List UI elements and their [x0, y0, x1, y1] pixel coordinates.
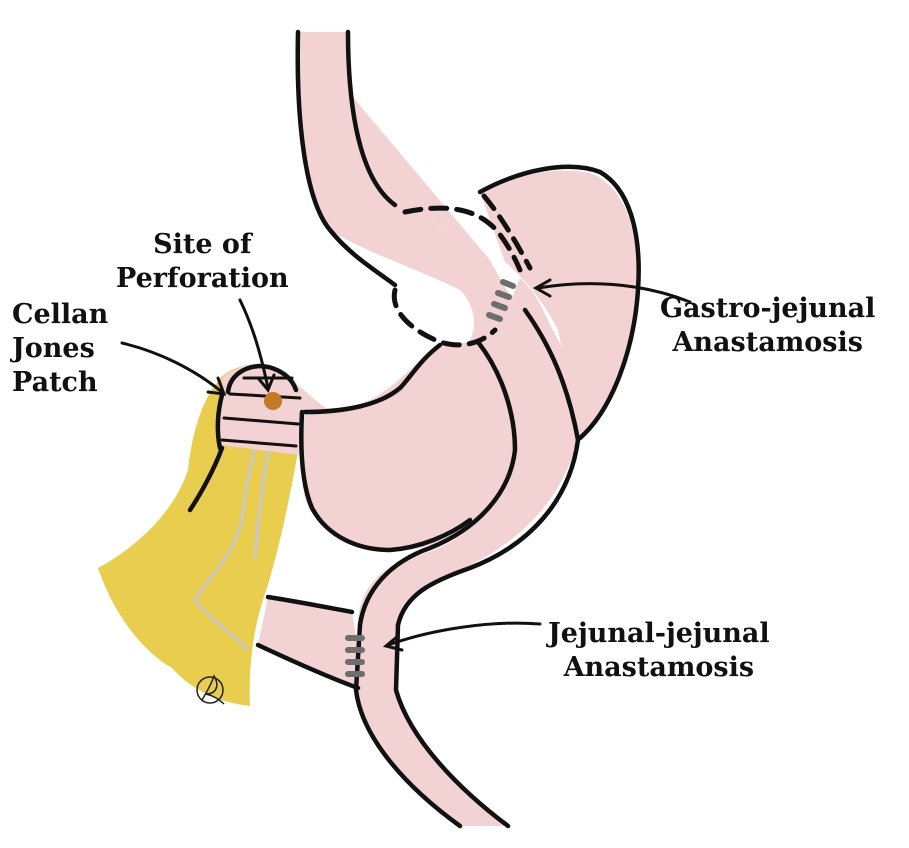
jejunal-jejunal-line-1: Jejunal-jejunal: [548, 617, 770, 651]
gastro-jejunal-anastomosis-label: Gastro-jejunal Anastamosis: [660, 292, 875, 360]
site-of-perforation-line-2: Perforation: [116, 262, 289, 296]
perforation-site: [264, 392, 282, 410]
site-of-perforation-label: Site of Perforation: [116, 228, 289, 296]
jejunal-jejunal-line-2: Anastamosis: [548, 651, 770, 685]
gastro-jejunal-line-2: Anastamosis: [660, 326, 875, 360]
cellan-jones-line-2: Jones: [12, 332, 108, 366]
gastro-jejunal-line-1: Gastro-jejunal: [660, 292, 875, 326]
cellan-jones-patch-label: Cellan Jones Patch: [12, 298, 108, 400]
cellan-jones-line-1: Cellan: [12, 298, 108, 332]
site-of-perforation-line-1: Site of: [116, 228, 289, 262]
jejunal-jejunal-anastomosis-label: Jejunal-jejunal Anastamosis: [548, 617, 770, 685]
cellan-jones-line-3: Patch: [12, 366, 108, 400]
